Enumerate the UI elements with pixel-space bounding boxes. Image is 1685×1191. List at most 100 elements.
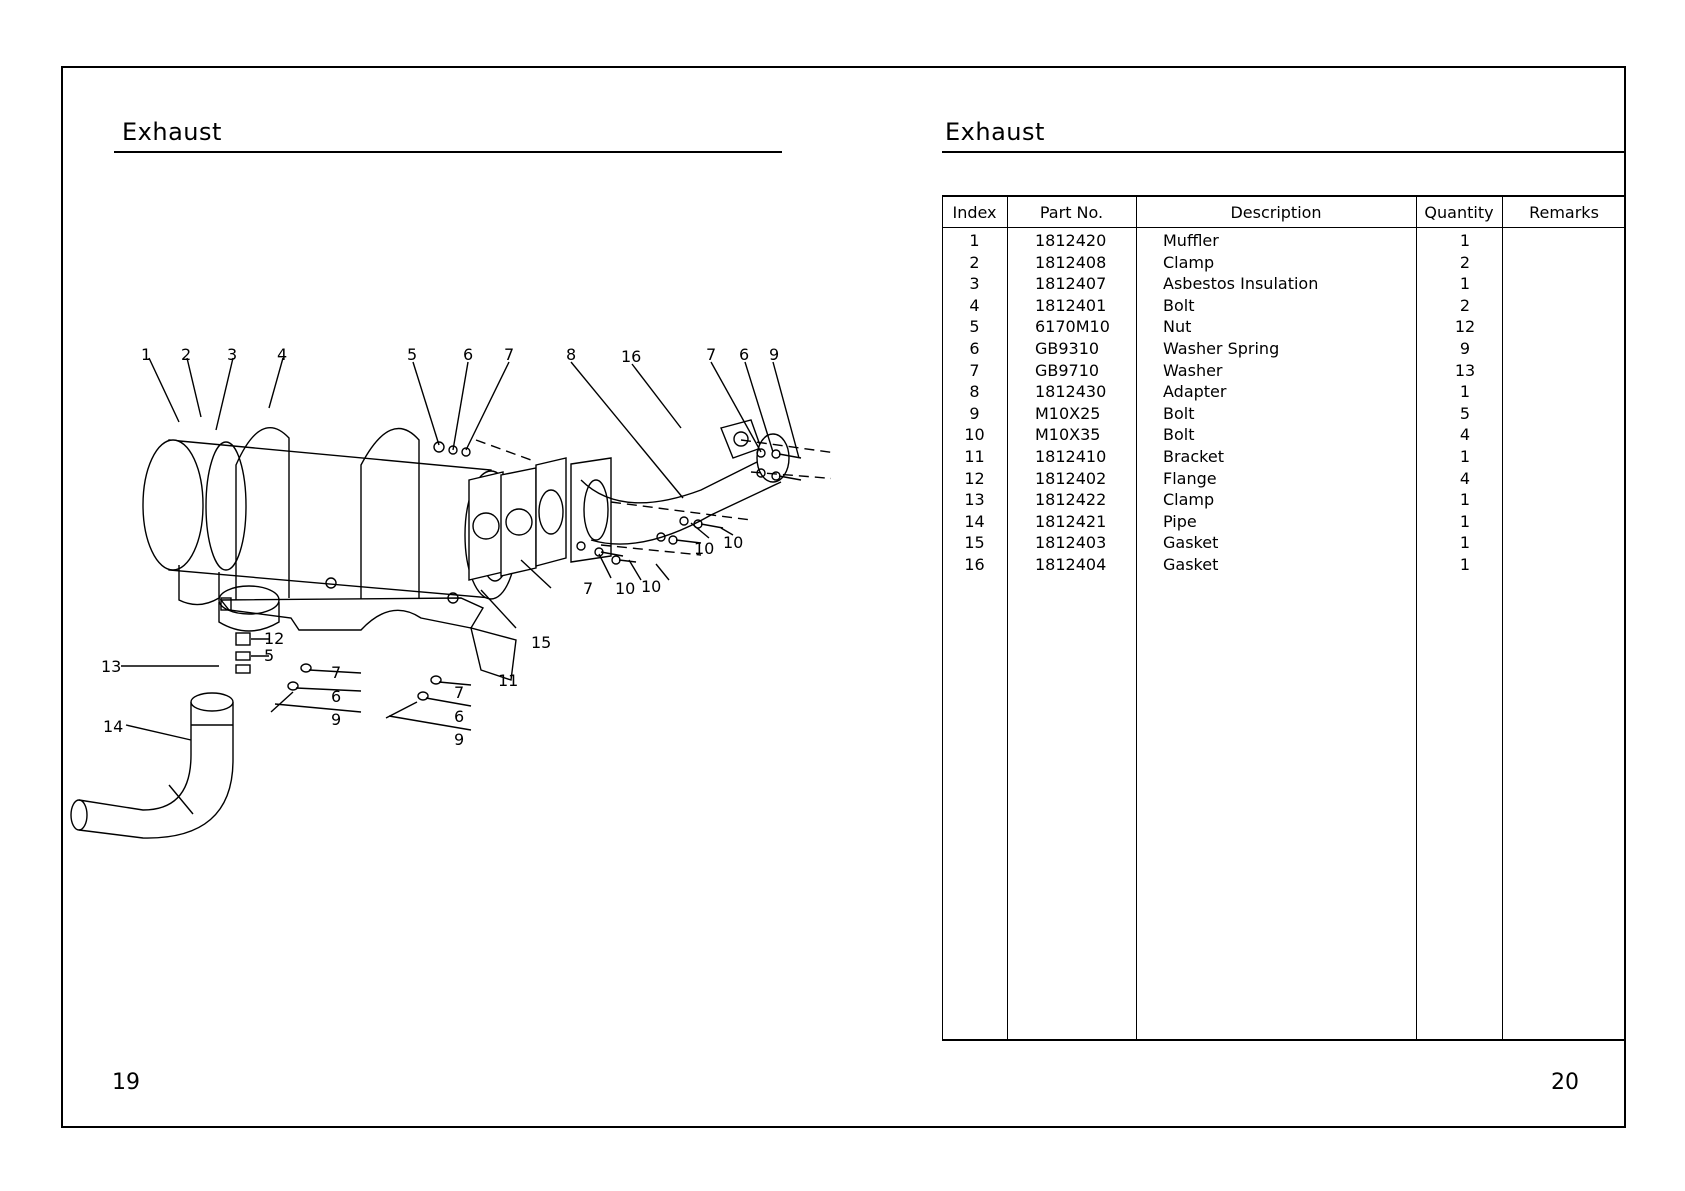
row-quantity: 1 (1459, 490, 1471, 510)
row-index: 10 (964, 425, 985, 445)
row-description: Nut (1163, 317, 1192, 337)
row-quantity: 1 (1459, 231, 1471, 250)
row-quantity: 1 (1459, 274, 1471, 294)
parts-table: Index Part No. Description Quantity Rema… (942, 195, 1626, 1041)
row-quantity: 1 (1459, 533, 1471, 553)
row-index: 13 (964, 490, 985, 510)
row-index: 3 (969, 274, 980, 294)
header-remarks: Remarks (1529, 203, 1599, 222)
header-index: Index (952, 203, 997, 222)
row-part-no: M10X35 (1035, 425, 1101, 445)
row-description: Gasket (1163, 533, 1219, 553)
callout-10d: 10 (641, 577, 661, 596)
row-index: 7 (969, 360, 980, 380)
row-description: Clamp (1163, 490, 1215, 510)
row-index: 9 (969, 403, 980, 423)
row-quantity: 1 (1459, 555, 1471, 574)
row-description: Gasket (1163, 555, 1219, 574)
row-description: Adapter (1163, 382, 1227, 402)
row-description: Bolt (1163, 295, 1195, 315)
callout-9b: 9 (331, 710, 341, 729)
row-part-no: 1812408 (1035, 252, 1107, 272)
left-page-number: 19 (112, 1070, 140, 1095)
row-index: 11 (964, 447, 985, 466)
callout-7c: 7 (583, 579, 593, 598)
row-description: Pipe (1163, 511, 1197, 531)
row-quantity: 9 (1459, 339, 1471, 358)
col-divider-4 (1502, 197, 1503, 1039)
row-part-no: GB9710 (1035, 360, 1100, 380)
left-page-title: Exhaust (122, 118, 222, 146)
callout-5b: 5 (264, 646, 274, 665)
row-part-no: 1812430 (1035, 382, 1107, 402)
row-description: Flange (1163, 468, 1217, 488)
row-part-no: 6170M10 (1035, 317, 1110, 337)
callout-5: 5 (407, 345, 417, 364)
row-quantity: 1 (1459, 382, 1471, 402)
row-part-no: 1812421 (1035, 511, 1107, 531)
row-description: Washer (1163, 360, 1223, 380)
header-rule (942, 227, 1626, 228)
row-quantity: 4 (1459, 425, 1471, 445)
callout-13: 13 (101, 657, 121, 676)
left-title-rule (114, 151, 782, 153)
row-part-no: 1812407 (1035, 274, 1107, 294)
row-description: Bracket (1163, 447, 1224, 466)
col-divider-3 (1416, 197, 1417, 1039)
row-part-no: M10X25 (1035, 403, 1101, 423)
col-divider-2 (1136, 197, 1137, 1039)
exhaust-exploded-diagram: 1 2 3 4 5 6 7 8 16 7 6 9 10 10 7 10 10 1… (70, 345, 831, 839)
header-description: Description (1230, 203, 1322, 222)
callout-6b: 6 (739, 345, 749, 364)
right-page-number: 20 (1551, 1070, 1579, 1095)
row-index: 5 (969, 317, 980, 337)
callout-15: 15 (531, 633, 551, 652)
right-title-rule (942, 151, 1626, 153)
row-quantity: 2 (1459, 295, 1471, 315)
header-part-no: Part No. (1039, 203, 1104, 222)
row-part-no: 1812402 (1035, 468, 1107, 488)
callout-14: 14 (103, 717, 123, 736)
callout-9c: 9 (454, 730, 464, 749)
row-part-no: 1812403 (1035, 533, 1107, 553)
callout-3: 3 (227, 345, 237, 364)
callout-12: 12 (264, 629, 284, 648)
row-quantity: 4 (1459, 468, 1471, 488)
table-row: 7 GB9710 Washer 13 (942, 361, 1626, 383)
callout-9: 9 (769, 345, 779, 364)
callout-1: 1 (141, 345, 151, 364)
row-quantity: 2 (1459, 252, 1471, 272)
callout-10b: 10 (723, 533, 743, 552)
callout-6d: 6 (454, 707, 464, 726)
row-quantity: 5 (1459, 403, 1471, 423)
header-quantity: Quantity (1424, 203, 1494, 222)
callout-7: 7 (504, 345, 514, 364)
row-index: 1 (969, 231, 980, 250)
callout-11: 11 (498, 671, 518, 690)
row-quantity: 1 (1459, 447, 1471, 466)
row-index: 4 (969, 295, 980, 315)
row-description: Bolt (1163, 425, 1195, 445)
callout-2: 2 (181, 345, 191, 364)
col-divider-1 (1007, 197, 1008, 1039)
callout-7d: 7 (331, 663, 341, 682)
row-index: 16 (964, 555, 985, 574)
callout-10a: 10 (694, 539, 714, 558)
callout-8: 8 (566, 345, 576, 364)
row-description: Clamp (1163, 252, 1215, 272)
row-part-no: 1812401 (1035, 295, 1107, 315)
callout-7e: 7 (454, 683, 464, 702)
row-description: Washer Spring (1163, 339, 1280, 358)
row-quantity: 13 (1454, 360, 1476, 380)
callout-7b: 7 (706, 345, 716, 364)
